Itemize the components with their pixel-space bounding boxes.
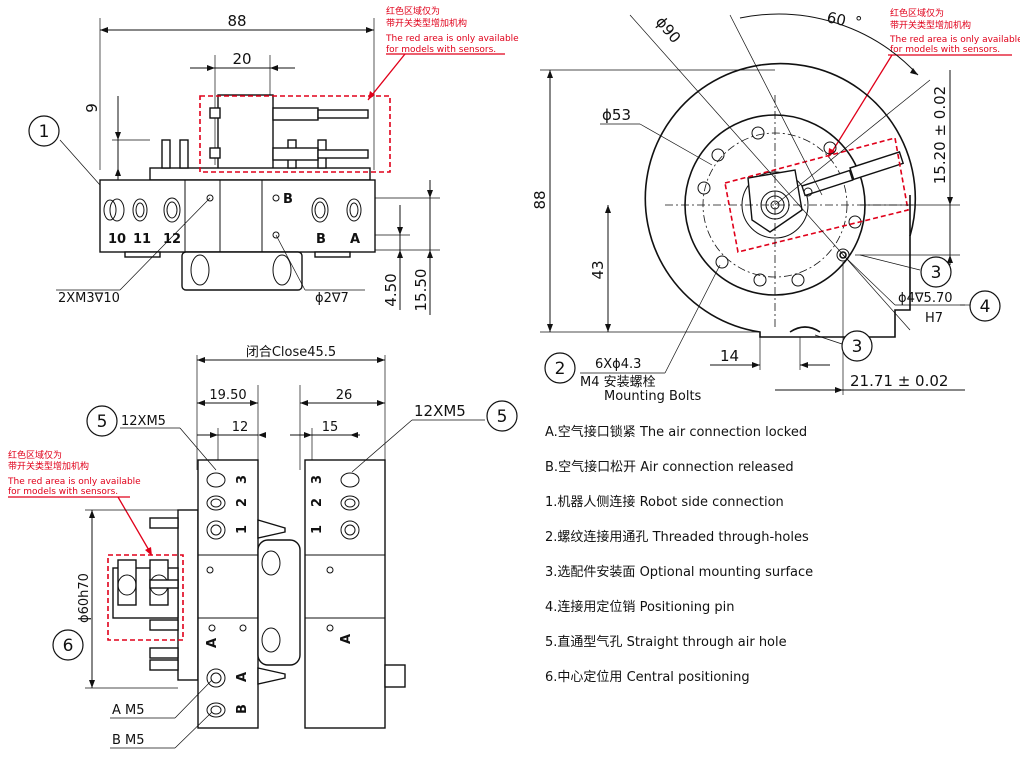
- num-2-right: 2: [310, 498, 325, 507]
- close-45-5: 闭合Close45.5: [246, 345, 336, 360]
- dim-12: 12: [232, 420, 249, 435]
- letter-a-left2: A: [235, 672, 250, 682]
- dim-15: 15: [322, 420, 339, 435]
- red-note-bl-cn1: 红色区域仅为: [8, 449, 62, 461]
- callout-2: [544, 352, 576, 384]
- red-note-cn1: 红色区域仅为: [386, 5, 440, 17]
- red-note-bl-en1: The red area is only available: [7, 477, 141, 487]
- dim-15-20: 15.20 ± 0.02: [931, 86, 949, 184]
- red-note-en1: The red area is only available: [385, 34, 519, 44]
- pin-fit-h7: H7: [925, 311, 943, 326]
- callout-3a: [920, 256, 952, 288]
- red-note-bl-cn2: 带开关类型增加机构: [8, 460, 89, 472]
- legend-item-5: 5.直通型气孔 Straight through air hole: [545, 635, 787, 650]
- port-label-a: A: [350, 232, 360, 247]
- bolts-line2: M4 安装螺栓: [580, 375, 656, 390]
- num-3-right: 3: [310, 475, 325, 484]
- red-note-tr-cn1: 红色区域仅为: [890, 7, 944, 19]
- right-ports: [326, 472, 360, 632]
- letter-a-right: A: [339, 634, 354, 644]
- dim-60: 60: [825, 8, 847, 30]
- port-label-11: 11: [133, 232, 151, 247]
- num-1-left: 1: [235, 525, 250, 534]
- callout-3b-num: 3: [852, 337, 863, 357]
- callout-4-num: 4: [980, 297, 991, 317]
- callout-5b-num: 5: [497, 407, 508, 427]
- dim-19-50: 19.50: [209, 388, 246, 403]
- port-label-b-top: B: [283, 192, 293, 207]
- legend-item-4: 4.连接用定位销 Positioning pin: [545, 600, 735, 615]
- dim-88-height: 88: [531, 190, 549, 209]
- callout-6: [52, 629, 84, 661]
- letter-b-left: B: [235, 704, 250, 714]
- bolts-line3: Mounting Bolts: [604, 389, 702, 404]
- callout-3b: [841, 330, 873, 362]
- red-note-tr-en2: for models with sensors.: [890, 45, 1000, 55]
- callout-6-num: 6: [63, 636, 74, 656]
- red-note-top-right: 红色区域仅为 带开关类型增加机构 The red area is only av…: [828, 7, 1020, 158]
- callout-5a: [86, 405, 118, 437]
- sensor-cables: [209, 107, 369, 161]
- port-b-m5: B M5: [112, 733, 145, 748]
- red-note-bottom-left: 红色区域仅为 带开关类型增加机构 The red area is only av…: [7, 449, 152, 556]
- bolts-line1: 6Xϕ4.3: [595, 357, 641, 372]
- thread-left-12xm5: 12XM5: [121, 414, 166, 429]
- num-1-right: 1: [310, 525, 325, 534]
- dim-21-71: 21.71 ± 0.02: [850, 372, 948, 390]
- legend-item-1: 1.机器人侧连接 Robot side connection: [545, 495, 784, 510]
- thread-label-2xm3: 2XM3∇10: [58, 291, 120, 306]
- port-a-m5: A M5: [112, 703, 145, 718]
- dim-20: 20: [232, 50, 251, 68]
- legend-item-b: B.空气接口松开 Air connection released: [545, 460, 794, 475]
- callout-5a-num: 5: [97, 412, 108, 432]
- red-note-en2: for models with sensors.: [386, 45, 496, 55]
- left-ports: [206, 472, 247, 718]
- callout-5b: [486, 400, 518, 432]
- callout-3a-num: 3: [931, 263, 942, 283]
- dim-9: 9: [83, 103, 101, 113]
- callout-1-num: 1: [39, 122, 50, 142]
- port-label-12: 12: [163, 232, 181, 247]
- dim-43: 43: [589, 260, 607, 279]
- dim-4-50: 4.50: [382, 273, 400, 306]
- top-right-view: ϕ90 60 ° ϕ53 88 43 15.20 ± 0.02 14: [531, 8, 1001, 404]
- legend-item-2: 2.螺纹连接用通孔 Threaded through-holes: [545, 530, 809, 545]
- dim-15-50: 15.50: [412, 269, 430, 312]
- ports-row: [103, 194, 362, 239]
- bottom-left-view: 闭合Close45.5 19.50 26 12 15: [52, 345, 518, 749]
- dim-26: 26: [336, 388, 353, 403]
- red-note-cn2: 带开关类型增加机构: [386, 17, 467, 29]
- letter-a-left1: A: [205, 638, 220, 648]
- red-note-tr-en1: The red area is only available: [889, 35, 1020, 45]
- dim-phi90: ϕ90: [652, 13, 684, 47]
- port-label-b: B: [316, 232, 326, 247]
- legend-item-3: 3.选配件安装面 Optional mounting surface: [545, 565, 814, 580]
- red-note-tr-cn2: 带开关类型增加机构: [890, 19, 971, 31]
- pin-label-phi4: ϕ4∇5.70: [898, 291, 953, 306]
- red-note-top-left: 红色区域仅为 带开关类型增加机构 The red area is only av…: [367, 5, 519, 101]
- dim-60-deg: °: [855, 13, 863, 31]
- dim-88-width: 88: [227, 12, 246, 30]
- dim-phi53: ϕ53: [602, 106, 631, 124]
- pin-label-phi2: ϕ2∇7: [315, 291, 349, 306]
- port-label-10: 10: [108, 232, 126, 247]
- legend-item-6: 6.中心定位用 Central positioning: [545, 670, 750, 685]
- callout-2-num: 2: [555, 359, 566, 379]
- red-note-bl-en2: for models with sensors.: [8, 487, 118, 497]
- legend-item-a: A.空气接口锁紧 The air connection locked: [545, 425, 808, 440]
- thread-right-12xm5: 12XM5: [414, 402, 466, 420]
- callout-4: [969, 290, 1001, 322]
- dim-14: 14: [720, 347, 739, 365]
- num-2-left: 2: [235, 498, 250, 507]
- callout-1: [28, 115, 60, 147]
- dim-phi60h70: ϕ60h70: [77, 573, 92, 623]
- num-3-left: 3: [235, 475, 250, 484]
- top-left-view: 88 20 9: [28, 12, 440, 315]
